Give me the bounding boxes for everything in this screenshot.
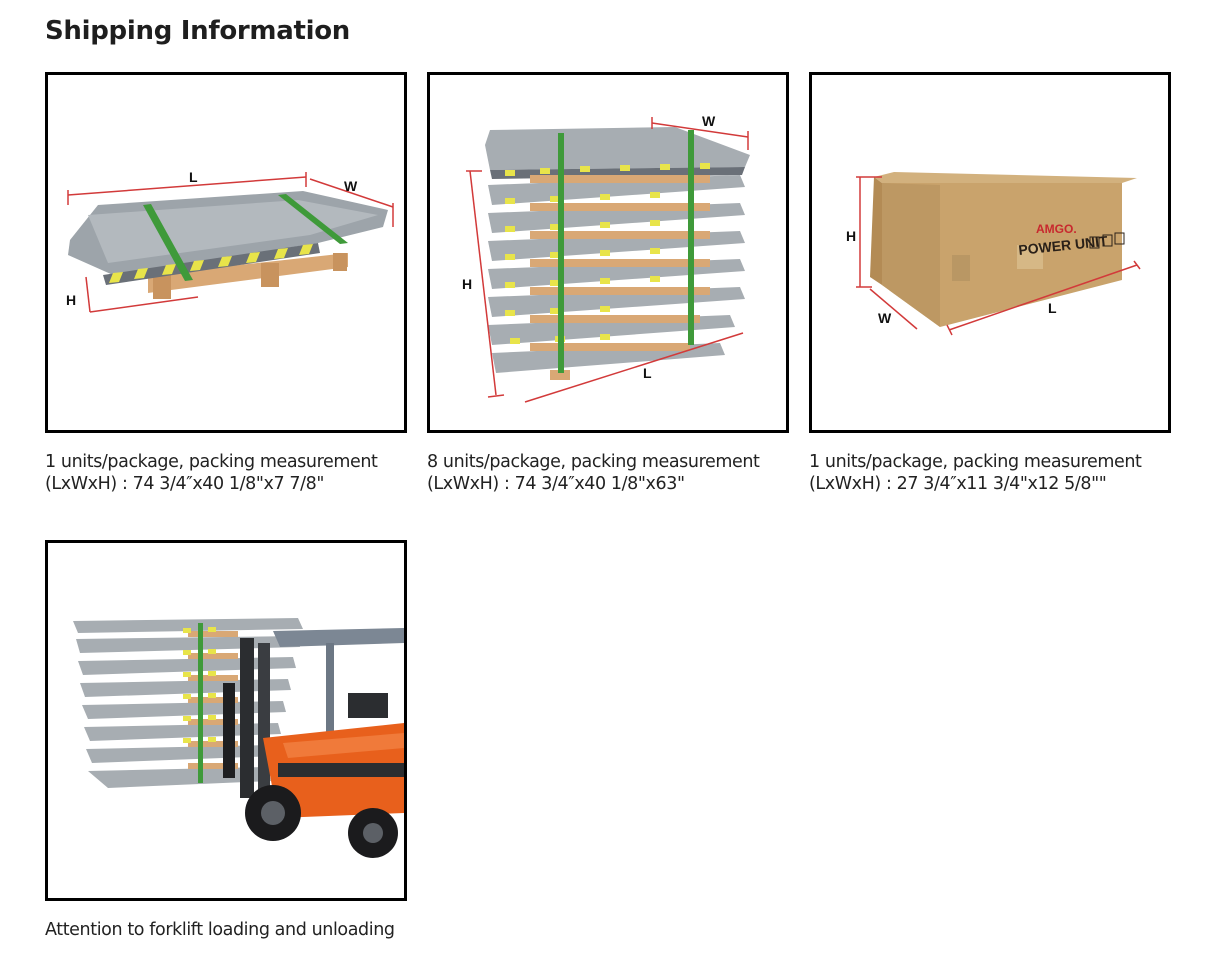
carton-illustration: AMGO. POWER UNIT H W L: [846, 172, 1141, 336]
package-caption: 1 units/package, packing measurement (Lx…: [45, 451, 407, 495]
height-label: H: [66, 292, 76, 308]
package-image-forklift: [45, 540, 407, 901]
shipping-card-stacked-pallets: W H L 8 units/package, packing measureme…: [427, 72, 789, 495]
length-label: L: [189, 169, 198, 185]
height-label: H: [846, 228, 856, 244]
length-label: L: [643, 365, 652, 381]
length-label: L: [1048, 300, 1057, 316]
caption-line-1: 1 units/package, packing measurement: [45, 452, 378, 472]
package-image-single-pallet: L W H: [45, 72, 407, 433]
caption-line-2: (LxWxH) : 74 3/4″x40 1/8"x7 7/8": [45, 474, 325, 494]
package-caption: 1 units/package, packing measurement (Lx…: [809, 451, 1171, 495]
caption-line-1: Attention to forklift loading and unload…: [45, 920, 395, 940]
single-pallet-illustration: L W H: [66, 169, 394, 313]
caption-line-1: 8 units/package, packing measurement: [427, 452, 760, 472]
caption-line-2: (LxWxH) : 74 3/4″x40 1/8"x63": [427, 474, 685, 494]
width-label: W: [878, 310, 892, 326]
shipping-card-single-pallet: L W H 1 units/package, packing measureme…: [45, 72, 407, 495]
width-label: W: [702, 113, 716, 129]
caption-line-1: 1 units/package, packing measurement: [809, 452, 1142, 472]
shipping-card-forklift: Attention to forklift loading and unload…: [45, 540, 407, 941]
width-label: W: [344, 178, 358, 194]
forklift-illustration: [73, 618, 404, 858]
package-caption: 8 units/package, packing measurement (Lx…: [427, 451, 789, 495]
package-image-carton: AMGO. POWER UNIT H W L: [809, 72, 1171, 433]
caption-line-2: (LxWxH) : 27 3/4″x11 3/4"x12 5/8"": [809, 474, 1107, 494]
package-image-stacked-pallets: W H L: [427, 72, 789, 433]
box-brand-text: AMGO.: [1036, 222, 1077, 236]
package-caption: Attention to forklift loading and unload…: [45, 919, 407, 941]
page-title: Shipping Information: [45, 16, 350, 46]
height-label: H: [462, 276, 472, 292]
stacked-pallets-illustration: W H L: [462, 113, 750, 403]
shipping-card-carton: AMGO. POWER UNIT H W L 1 units/packa: [809, 72, 1171, 495]
